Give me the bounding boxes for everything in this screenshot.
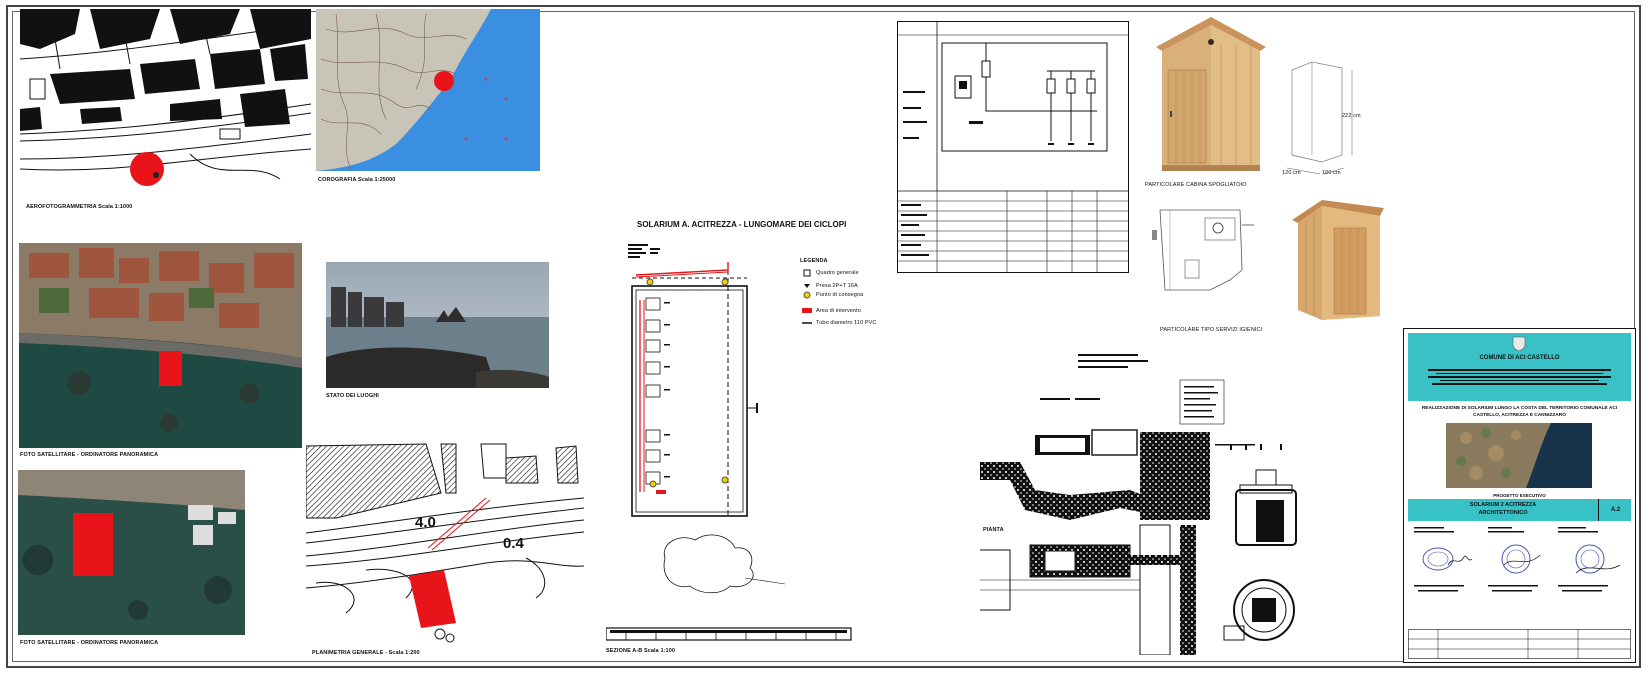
legend-item-5: Tubo diametro 110 PVC <box>816 320 877 326</box>
signatures-area <box>1408 525 1631 613</box>
caption-stato: STATO DEI LUOGHI <box>326 393 379 399</box>
project-object: REALIZZAZIONE DI SOLARIUM LUNGO LA COSTA… <box>1421 406 1618 418</box>
solarium-plan <box>628 240 818 530</box>
electrical-schematic-drawing <box>897 21 1129 273</box>
revision-table <box>1408 629 1631 659</box>
wc-floor-plan-drawing <box>1152 209 1254 291</box>
stato-photo-image <box>326 262 549 388</box>
servizio-igienico-photo <box>1292 198 1384 323</box>
sheet-border-outer <box>6 5 1641 668</box>
caption-planimetria: PLANIMETRIA GENERALE - Scala 1:200 <box>312 650 420 656</box>
planimetria-drawing <box>306 443 584 643</box>
municipal-crest-icon <box>1512 336 1526 352</box>
comune-name: COMUNE DI ACI CASTELLO <box>1479 355 1560 361</box>
legend-item-1: Quadro generale <box>816 270 859 276</box>
legend-item-4: Area di intervento <box>816 308 861 314</box>
project-phase: PROGETTO ESECUTIVO <box>1493 493 1546 498</box>
solarium-plan-drawing <box>628 244 758 517</box>
legend-symbols <box>802 269 812 324</box>
caption-aerofoto: AEROFOTOGRAMMETRIA Scala 1:1000 <box>26 204 133 210</box>
sezione-ab-drawing <box>606 627 852 641</box>
wc-floor-plan <box>1150 200 1260 295</box>
title-header: COMUNE DI ACI CASTELLO <box>1408 333 1631 401</box>
tavola-subtitle: ARCHITETTONICO <box>1478 510 1528 516</box>
title-block: COMUNE DI ACI CASTELLO REALIZZAZIONE DI … <box>1403 328 1636 663</box>
caption-particolare-wc: PARTICOLARE TIPO SERVIZI IGIENICI <box>1160 327 1263 333</box>
stato-dei-luoghi-photo <box>326 262 549 388</box>
signatures-stamps <box>1414 527 1621 592</box>
main-title: SOLARIUM A. ACITREZZA - LUNGOMARE DEI CI… <box>637 220 847 229</box>
aerial-photo <box>1446 423 1592 488</box>
corografia-map <box>316 9 540 171</box>
rock-outline <box>655 528 795 598</box>
legend-item-3: Punto di consegna <box>816 292 864 298</box>
caption-foto-satellitare-2: FOTO SATELLITARE - ORDINATORE PANORAMICA <box>20 640 159 646</box>
legend-item-2: Presa 2P+T 16A <box>816 283 858 289</box>
dimension-depth: 120 cm <box>1282 170 1301 176</box>
rock-outline-drawing <box>663 534 786 594</box>
pozzetto-sections <box>980 350 1320 655</box>
tavola-title: SOLARIUM 2 ACITREZZA <box>1469 502 1537 508</box>
satellite-2-image <box>18 470 245 635</box>
satellite-1-image <box>19 243 302 448</box>
aerial-photo-image <box>1446 423 1592 488</box>
dimension-width: 100 cm <box>1322 170 1341 176</box>
legend-title: LEGENDA <box>800 258 828 264</box>
cabina-outline: 222 cm 120 cm 100 cm <box>1282 60 1362 180</box>
dimension-height: 222 cm <box>1342 113 1361 119</box>
aerofoto-drawing <box>20 9 311 195</box>
foto-satellitare-1 <box>19 243 302 448</box>
servizio-igienico-image <box>1292 200 1384 320</box>
cabina-spogliatoio-photo <box>1156 15 1266 177</box>
caption-pianta: PIANTA <box>983 527 1004 533</box>
revision-table-grid <box>1408 629 1631 659</box>
electrical-schematic <box>897 21 1129 273</box>
pozzetto-sections-drawing <box>980 354 1297 655</box>
planimetria-generale: 4.0 0.4 <box>306 438 584 650</box>
cabina-outline-drawing <box>1286 61 1353 175</box>
tavola-code: A.2 <box>1598 499 1632 521</box>
caption-particolare-cabina: PARTICOLARE CABINA SPOGLIATOIO <box>1145 182 1247 188</box>
aerofotogrammetria-map <box>20 9 311 195</box>
cabina-spogliatoio-image <box>1156 17 1266 171</box>
sezione-ab <box>606 622 856 644</box>
foto-satellitare-2 <box>18 470 245 635</box>
caption-corografia: COROGRAFIA Scala 1:25000 <box>318 177 396 183</box>
elevation-label-upper: 4.0 <box>415 514 436 531</box>
legend: LEGENDA Quadro generale Presa 2P+T 16A P… <box>800 258 920 338</box>
caption-sezione: SEZIONE A-B Scala 1:100 <box>606 648 676 654</box>
caption-foto-satellitare-1: FOTO SATELLITARE - ORDINATORE PANORAMICA <box>20 452 159 458</box>
tavola-box: SOLARIUM 2 ACITREZZA ARCHITETTONICO A.2 <box>1408 499 1631 521</box>
corografia-drawing <box>316 9 540 171</box>
elevation-label-lower: 0.4 <box>503 535 524 552</box>
